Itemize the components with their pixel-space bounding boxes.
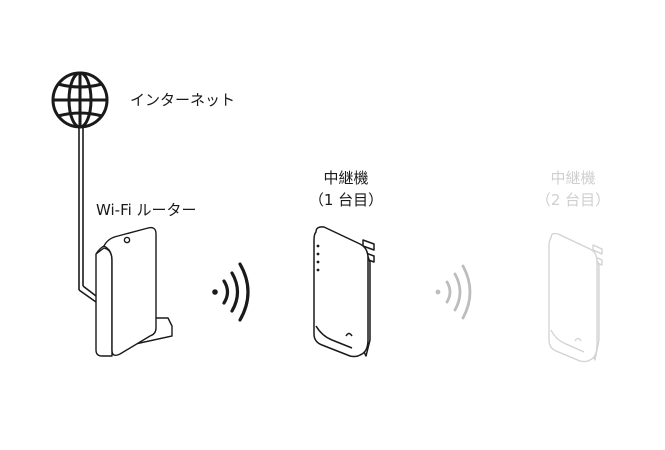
repeater1-title: 中継機 — [323, 169, 369, 187]
globe-icon — [51, 71, 109, 129]
wifi-signal-icon — [212, 262, 250, 322]
repeater-device-faded-icon — [548, 232, 603, 363]
router-label: Wi-Fi ルーター — [96, 201, 197, 219]
repeater2-count: （2 台目） — [535, 191, 611, 209]
router-device-icon — [95, 226, 173, 357]
repeater2-label: 中継機 （2 台目） — [513, 167, 633, 211]
repeater1-count: （1 台目） — [308, 191, 384, 209]
repeater2-title: 中継機 — [550, 169, 596, 187]
internet-label: インターネット — [130, 91, 236, 109]
repeater1-label: 中継機 （1 台目） — [286, 167, 406, 211]
wifi-signal-faded-icon — [435, 264, 472, 320]
cable-line — [78, 128, 97, 303]
repeater-device-icon — [313, 226, 375, 358]
